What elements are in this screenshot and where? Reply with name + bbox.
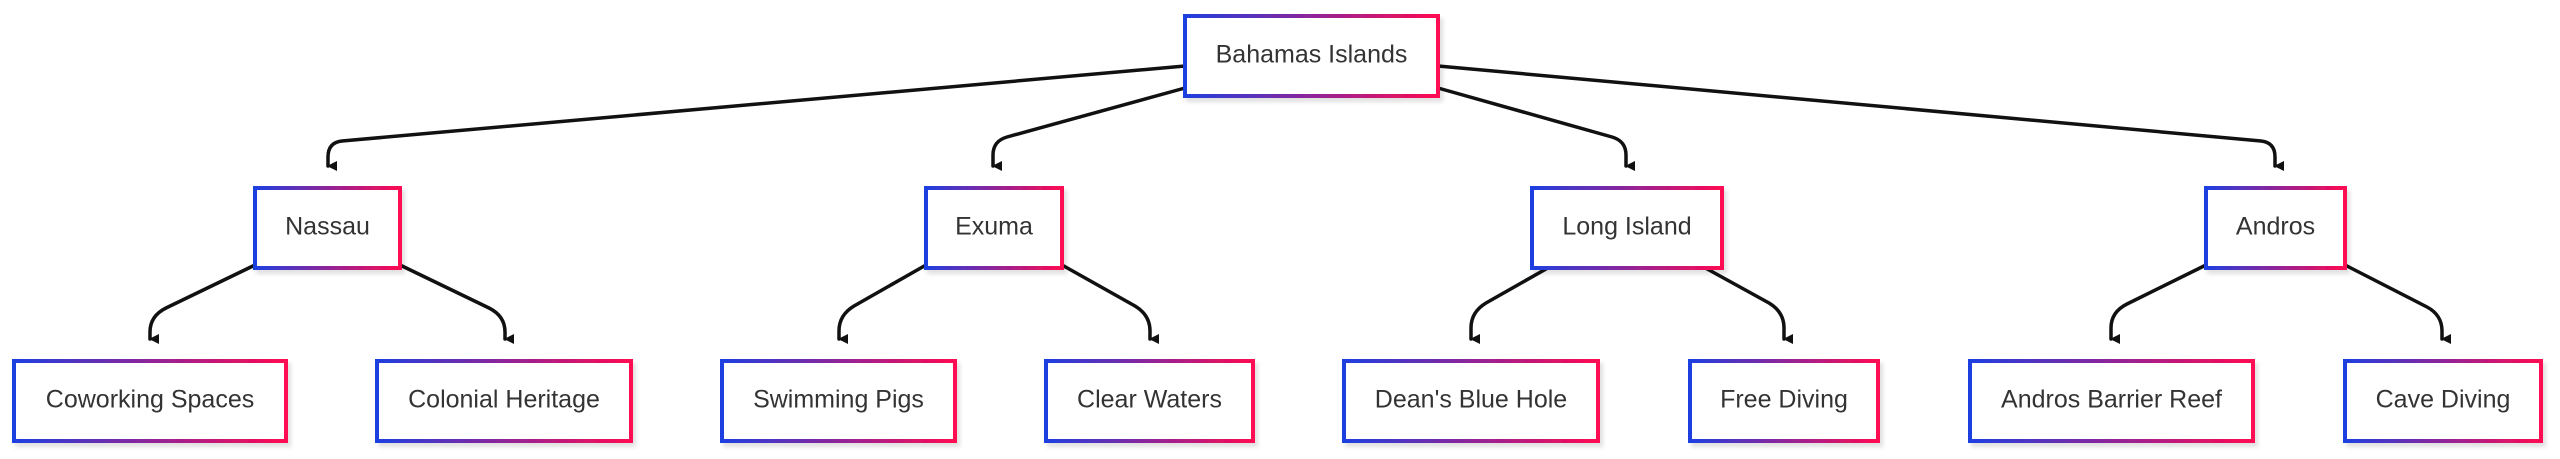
node-longisland-label: Long Island <box>1562 213 1691 241</box>
node-nassau[interactable]: Nassau <box>253 186 402 270</box>
node-waters-label: Clear Waters <box>1077 386 1222 414</box>
edge-exuma-pigs <box>837 263 928 344</box>
node-cavediving[interactable]: Cave Diving <box>2343 359 2543 443</box>
edge-nassau-colonial <box>398 263 514 344</box>
edge-nassau-coworking <box>148 263 257 344</box>
edge-longisland-bluehole <box>1469 263 1555 344</box>
node-root[interactable]: Bahamas Islands <box>1183 14 1440 98</box>
node-exuma-label: Exuma <box>955 213 1033 241</box>
node-exuma[interactable]: Exuma <box>924 186 1064 270</box>
node-andros-label: Andros <box>2236 213 2315 241</box>
edge-root-exuma <box>991 86 1187 171</box>
node-freediving-label: Free Diving <box>1720 386 1848 414</box>
node-longisland[interactable]: Long Island <box>1530 186 1724 270</box>
edge-root-nassau <box>326 64 1187 171</box>
node-reef[interactable]: Andros Barrier Reef <box>1968 359 2255 443</box>
node-coworking[interactable]: Coworking Spaces <box>12 359 288 443</box>
edge-longisland-freediving <box>1698 263 1793 344</box>
node-bluehole[interactable]: Dean's Blue Hole <box>1342 359 1600 443</box>
node-bluehole-label: Dean's Blue Hole <box>1375 386 1567 414</box>
edge-root-andros <box>1436 64 2284 171</box>
node-cavediving-label: Cave Diving <box>2376 386 2511 414</box>
node-root-label: Bahamas Islands <box>1216 41 1408 69</box>
node-nassau-label: Nassau <box>285 213 370 241</box>
node-colonial[interactable]: Colonial Heritage <box>375 359 633 443</box>
node-waters[interactable]: Clear Waters <box>1044 359 1255 443</box>
edge-exuma-waters <box>1060 263 1159 344</box>
node-andros[interactable]: Andros <box>2204 186 2347 270</box>
node-reef-label: Andros Barrier Reef <box>2001 386 2222 414</box>
edges <box>148 64 2451 344</box>
node-colonial-label: Colonial Heritage <box>408 386 600 414</box>
edge-andros-reef <box>2109 263 2208 344</box>
node-coworking-label: Coworking Spaces <box>46 386 254 414</box>
node-pigs-label: Swimming Pigs <box>753 386 924 414</box>
edge-andros-cavediving <box>2343 263 2451 344</box>
node-pigs[interactable]: Swimming Pigs <box>720 359 957 443</box>
edge-root-longisland <box>1436 86 1635 171</box>
node-freediving[interactable]: Free Diving <box>1688 359 1880 443</box>
